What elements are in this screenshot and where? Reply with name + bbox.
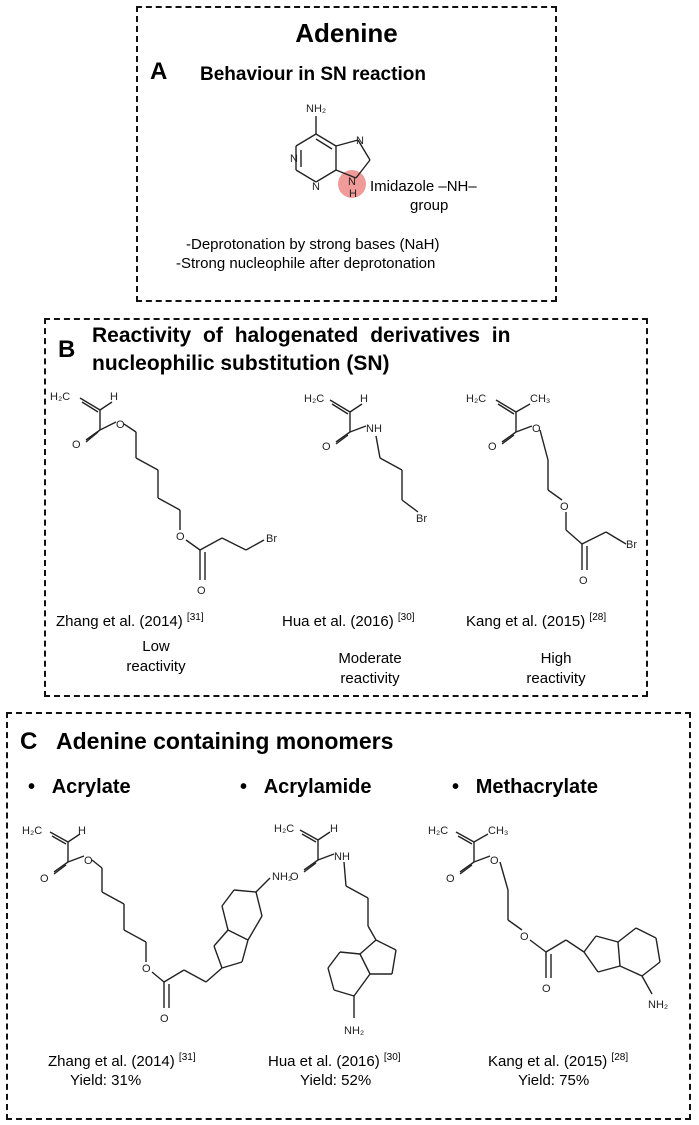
c1-ref: Zhang et al. (2014) [31] <box>48 1052 196 1070</box>
c1-o3: O <box>142 963 151 975</box>
b1-o2: O <box>116 419 125 431</box>
c1-o4: O <box>160 1013 169 1025</box>
b2-nh: NH <box>366 423 382 435</box>
c1-type: • Acrylate <box>28 776 131 798</box>
panel-c-title: Adenine containing monomers <box>56 728 394 754</box>
c3-h2c: H₂C <box>428 825 448 837</box>
c3-ch3: CH₃ <box>488 825 508 837</box>
b1-reactivity-1: Low <box>142 638 170 655</box>
b1-reactivity-2: reactivity <box>126 658 186 675</box>
b2-h2c: H₂C <box>304 393 324 405</box>
b2-reactivity-2: reactivity <box>340 670 400 687</box>
c2-o: O <box>290 871 299 883</box>
b3-o4: O <box>579 575 588 587</box>
c1-h2c: H₂C <box>22 825 42 837</box>
panel-b-frame <box>44 318 648 697</box>
n3-label: N <box>312 181 320 193</box>
b3-o3: O <box>560 501 569 513</box>
c1-o1: O <box>40 873 49 885</box>
b3-ch3: CH₃ <box>530 393 550 405</box>
b1-o1: O <box>72 439 81 451</box>
highlight-label-2: group <box>410 197 449 214</box>
panel-a-letter: A <box>150 58 168 85</box>
b2-br: Br <box>416 513 427 525</box>
b3-o1: O <box>488 441 497 453</box>
b3-reactivity-2: reactivity <box>526 670 586 687</box>
highlight-label-1: Imidazole –NH– <box>370 178 477 195</box>
b3-h2c: H₂C <box>466 393 486 405</box>
panel-b-title-2: nucleophilic substitution (SN) <box>92 352 390 375</box>
c1-h: H <box>78 825 86 837</box>
n1-label: N <box>290 153 298 165</box>
c2-type: • Acrylamide <box>240 776 372 798</box>
c3-nh2: NH₂ <box>648 999 668 1011</box>
c1-o2: O <box>84 855 93 867</box>
b1-o3: O <box>176 531 185 543</box>
c3-type: • Methacrylate <box>452 776 598 798</box>
panel-a-subtitle: Behaviour in SN reaction <box>200 64 426 85</box>
b2-reactivity-1: Moderate <box>338 650 402 667</box>
c2-h2c: H₂C <box>274 823 294 835</box>
c2-ref: Hua et al. (2016) [30] <box>268 1052 401 1070</box>
structure-b2 <box>329 399 419 513</box>
c3-o2: O <box>490 855 499 867</box>
b2-h: H <box>360 393 368 405</box>
panel-a-title: Adenine <box>295 18 398 48</box>
c1-yield: Yield: 31% <box>70 1072 142 1089</box>
structure-c3 <box>455 831 661 995</box>
structure-c1 <box>49 831 271 1008</box>
n9-label: N <box>348 176 356 188</box>
b3-ref: Kang et al. (2015) [28] <box>466 612 607 630</box>
b3-br: Br <box>626 539 637 551</box>
panel-a-frame <box>136 6 557 302</box>
b3-o2: O <box>532 423 541 435</box>
c2-nh: NH <box>334 851 350 863</box>
c1-nh2: NH₂ <box>272 871 292 883</box>
structure-b3 <box>495 399 627 570</box>
note-1: -Deprotonation by strong bases (NaH) <box>186 236 440 253</box>
c3-o4: O <box>542 983 551 995</box>
structure-b1 <box>79 397 265 580</box>
b1-h2c: H₂C <box>50 391 70 403</box>
b1-ref: Zhang et al. (2014) [31] <box>56 612 204 630</box>
panel-c-frame <box>6 712 691 1120</box>
h9-label: H <box>349 188 357 200</box>
panel-b-letter: B <box>58 336 76 363</box>
c2-h: H <box>330 823 338 835</box>
b2-ref: Hua et al. (2016) [30] <box>282 612 415 630</box>
c3-ref: Kang et al. (2015) [28] <box>488 1052 629 1070</box>
b3-reactivity-1: High <box>540 650 572 667</box>
nh2-label: NH₂ <box>306 103 326 115</box>
note-2: -Strong nucleophile after deprotonation <box>176 255 436 272</box>
n7-label: N <box>356 135 364 147</box>
c2-nh2: NH₂ <box>344 1025 364 1037</box>
b2-o: O <box>322 441 331 453</box>
b1-o4: O <box>197 585 206 597</box>
b1-br: Br <box>266 533 277 545</box>
c2-yield: Yield: 52% <box>300 1072 372 1089</box>
panel-c-letter: C <box>20 728 38 755</box>
nh-highlight <box>338 170 366 198</box>
c3-yield: Yield: 75% <box>518 1072 590 1089</box>
c3-o1: O <box>446 873 455 885</box>
panel-b-title-1: Reactivity of halogenated derivatives in <box>92 324 511 347</box>
c3-o3: O <box>520 931 529 943</box>
structure-c2 <box>299 829 397 1018</box>
b1-h: H <box>110 391 118 403</box>
